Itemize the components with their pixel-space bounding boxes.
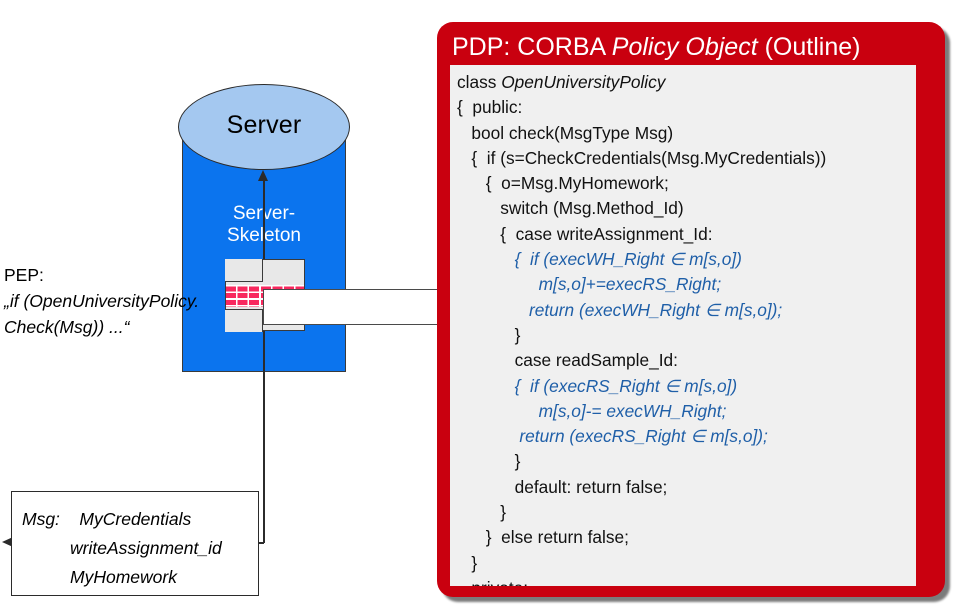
msg-box-field-0: MyCredentials <box>79 509 192 529</box>
pdp-code-line-16: default: return false; <box>457 476 668 497</box>
pdp-code-line-0: class OpenUniversityPolicy <box>457 72 666 92</box>
pdp-title-suffix: (Outline) <box>757 33 861 61</box>
msg-box <box>11 491 259 596</box>
pdp-code-block: class OpenUniversityPolicy { public: bool… <box>450 65 916 586</box>
msg-feed-arrowhead <box>2 537 13 547</box>
pdp-code-line-7: { if (execWH_Right ∈ m[s,o]) <box>457 249 742 270</box>
pdp-code-line-1: { public: <box>457 97 523 118</box>
msg-box-row-1: writeAssignment_id <box>22 534 222 563</box>
pdp-panel-title: PDP: CORBA Policy Object (Outline) <box>452 33 932 62</box>
server-top-ellipse <box>178 84 350 170</box>
pdp-code-line-2: bool check(MsgType Msg) <box>457 122 674 143</box>
pdp-code-line-19: } <box>457 552 478 573</box>
firewall-plug-notch-top <box>225 259 263 282</box>
pdp-title-prefix: PDP: CORBA <box>452 33 612 61</box>
pdp-code-line-20: private: <box>457 576 916 586</box>
msg-box-label: Msg: <box>22 509 60 529</box>
msg-box-content: Msg: MyCredentials writeAssignment_id My… <box>22 505 222 592</box>
pdp-code-line-15: } <box>457 451 521 472</box>
pdp-code-line-5: switch (Msg.Method_Id) <box>457 198 684 219</box>
pdp-code-line-18: } else return false; <box>457 527 629 548</box>
pep-heading: PEP: <box>4 265 44 285</box>
pdp-code-line-13: m[s,o]-= execWH_Right; <box>457 400 727 421</box>
msg-box-row-2: MyHomework <box>22 563 222 592</box>
pdp-code-line-3: { if (s=CheckCredentials(Msg.MyCredentia… <box>457 147 827 168</box>
msg-box-row-0: Msg: MyCredentials <box>22 505 222 534</box>
pdp-code-line-14: return (execRS_Right ∈ m[s,o]); <box>457 426 768 447</box>
pdp-code-line-10: } <box>457 324 521 345</box>
pep-quote-line2: Check(Msg)) ...“ <box>4 317 130 337</box>
pdp-code-line-9: return (execWH_Right ∈ m[s,o]); <box>457 299 783 320</box>
msg-box-field-1: writeAssignment_id <box>70 538 222 558</box>
pdp-code-line-17: } <box>457 502 506 523</box>
pdp-code-line-11: case readSample_Id: <box>457 350 678 371</box>
upward-call-arrowhead <box>258 170 268 181</box>
pep-annotation: PEP: „if (OpenUniversityPolicy. Check(Ms… <box>4 262 234 340</box>
firewall-plug-notch-bottom <box>225 309 263 332</box>
pdp-code-line-8: m[s,o]+=execRS_Right; <box>457 274 722 295</box>
server-label: Server <box>226 111 302 139</box>
pdp-code-line-12: { if (execRS_Right ∈ m[s,o]) <box>457 375 738 396</box>
pdp-code-line-4: { o=Msg.MyHomework; <box>457 173 669 194</box>
msg-feed-vline <box>263 396 265 543</box>
pdp-code-line-6: { case writeAssignment_Id: <box>457 223 713 244</box>
msg-box-field-2: MyHomework <box>70 567 177 587</box>
pep-quote-line1: „if (OpenUniversityPolicy. <box>4 291 200 311</box>
pdp-title-italic: Policy Object <box>611 33 758 61</box>
